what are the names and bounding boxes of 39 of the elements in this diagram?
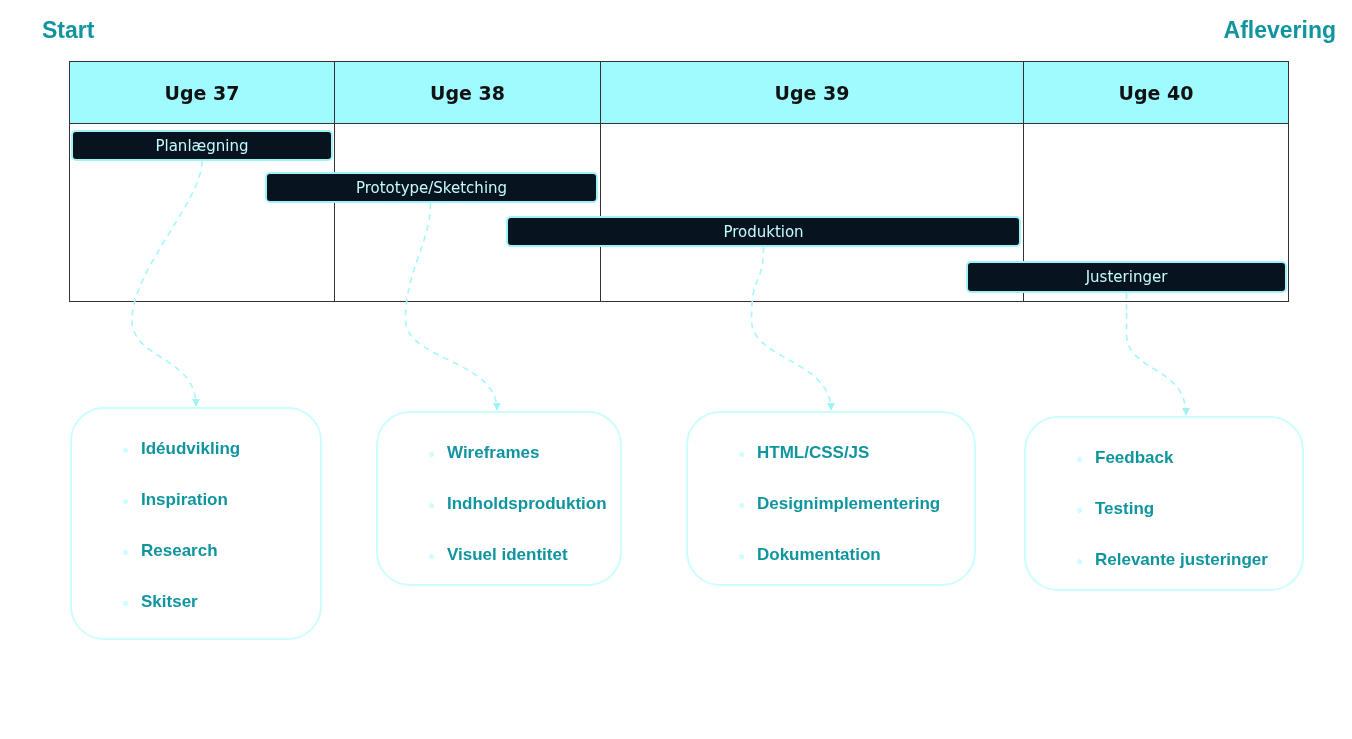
- dashed-arrow: [131, 160, 203, 407]
- week-label: Uge 37: [164, 81, 240, 104]
- task-label: Produktion: [723, 222, 804, 241]
- dashed-arrow: [750, 246, 834, 411]
- task-label: Planlægning: [155, 136, 249, 155]
- list-item: Indholdsproduktion: [447, 494, 607, 514]
- list-item: Relevante justeringer: [1095, 550, 1268, 570]
- week-label: Uge 39: [774, 81, 850, 104]
- week-header: [69, 61, 335, 124]
- list-item: Dokumentation: [757, 545, 881, 565]
- start-label: Start: [42, 17, 95, 44]
- list-item: Feedback: [1095, 448, 1174, 468]
- task-list-card: [376, 411, 622, 586]
- task-list-card: [70, 407, 322, 640]
- dashed-arrow: [404, 202, 500, 411]
- list-item: Skitser: [141, 592, 198, 612]
- end-label: Aflevering: [1223, 17, 1336, 44]
- week-header: [600, 61, 1024, 124]
- task-bar: [265, 172, 598, 203]
- task-list-card: [686, 411, 976, 586]
- task-label: Justeringer: [1085, 268, 1168, 286]
- task-bar: [71, 130, 333, 161]
- week-label: Uge 40: [1118, 81, 1194, 104]
- task-label: Prototype/Sketching: [355, 178, 508, 197]
- list-item: Testing: [1095, 499, 1155, 519]
- list-item: HTML/CSS/JS: [757, 443, 870, 463]
- list-item: Wireframes: [447, 443, 540, 463]
- task-list-card: [1024, 416, 1304, 591]
- list-item: Idéudvikling: [141, 439, 241, 459]
- week-header: [334, 61, 601, 124]
- task-bar: [506, 216, 1021, 247]
- week-label: Uge 38: [430, 81, 505, 104]
- list-item: Research: [141, 541, 218, 561]
- list-item: Designimplementering: [757, 494, 941, 514]
- list-item: Visuel identitet: [447, 545, 568, 565]
- task-bar: [966, 261, 1287, 293]
- list-item: Inspiration: [141, 490, 228, 510]
- dashed-arrow: [1125, 292, 1190, 416]
- week-header: [1023, 61, 1289, 124]
